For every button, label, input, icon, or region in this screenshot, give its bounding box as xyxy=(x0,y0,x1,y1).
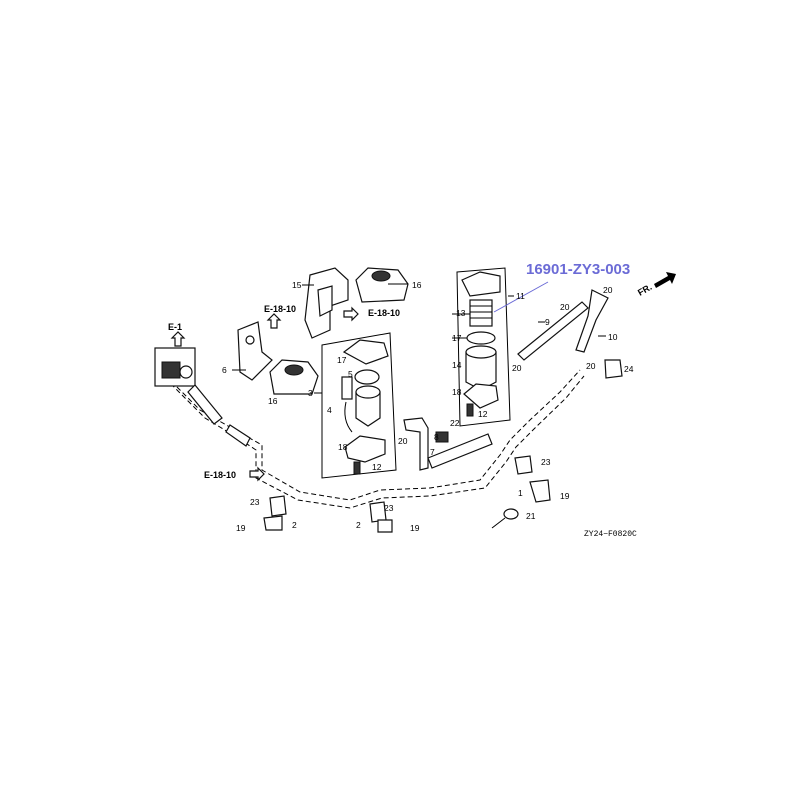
callout-4: 4 xyxy=(327,405,332,415)
reference-e1810-left: E-18-10 xyxy=(204,470,236,480)
pipe-assembly-8 xyxy=(403,417,493,471)
arrow-e1810-top xyxy=(266,313,282,329)
callout-22: 22 xyxy=(450,418,460,428)
callout-2-left: 2 xyxy=(292,520,297,530)
direction-arrow-icon xyxy=(654,272,676,288)
callout-6: 6 xyxy=(222,365,227,375)
clamp-16-left xyxy=(269,359,319,395)
callout-24: 24 xyxy=(624,364,634,374)
callout-17-right: 17 xyxy=(452,333,462,343)
clip-23-right xyxy=(514,455,533,475)
reference-e1: E-1 xyxy=(168,322,182,332)
clip-2-left xyxy=(263,515,283,531)
callout-15: 15 xyxy=(292,280,302,290)
callout-16-top: 16 xyxy=(412,280,422,290)
callout-20-b: 20 xyxy=(560,302,570,312)
callout-8: 8 xyxy=(434,432,439,442)
bolt-21 xyxy=(491,508,519,529)
callout-20-a: 20 xyxy=(603,285,613,295)
callout-20-d: 20 xyxy=(586,361,596,371)
callout-11: 11 xyxy=(516,291,525,301)
hose-10 xyxy=(575,289,609,353)
arrow-e1 xyxy=(170,331,186,347)
arrow-e1810-left xyxy=(249,466,265,482)
callout-19-left: 19 xyxy=(236,523,246,533)
callout-18-right: 18 xyxy=(452,387,462,397)
diagram-code: ZY24−F0820C xyxy=(584,530,637,539)
highlight-leader-line xyxy=(493,281,549,313)
fuel-valve-assembly xyxy=(154,347,251,447)
clamp-16-top xyxy=(355,267,409,303)
reference-e1810-mid: E-18-10 xyxy=(368,308,400,318)
callout-19-mid: 19 xyxy=(410,523,420,533)
hose-9 xyxy=(517,301,589,361)
callout-12-right: 12 xyxy=(478,409,488,419)
reference-e1810-top: E-18-10 xyxy=(264,304,296,314)
callout-16-left: 16 xyxy=(268,396,278,406)
callout-23-left: 23 xyxy=(250,497,260,507)
callout-numbers: 15 16 16 6 3 17 5 4 18 12 11 13 17 14 18… xyxy=(222,280,634,533)
callout-19-right: 19 xyxy=(560,491,570,501)
callout-23-right: 23 xyxy=(541,457,551,467)
callout-13: 13 xyxy=(456,308,466,318)
callout-20-c: 20 xyxy=(512,363,522,373)
clip-24 xyxy=(604,359,623,379)
callout-3: 3 xyxy=(308,388,313,398)
callout-14: 14 xyxy=(452,360,462,370)
callout-17-center: 17 xyxy=(337,355,347,365)
filter-assembly-3 xyxy=(321,332,397,479)
callout-21: 21 xyxy=(526,511,536,521)
callout-23-mid: 23 xyxy=(384,503,394,513)
callout-2-mid: 2 xyxy=(356,520,361,530)
direction-label: FR. xyxy=(636,282,654,298)
clip-1 xyxy=(529,479,551,503)
callout-5: 5 xyxy=(348,369,353,379)
bracket-15 xyxy=(304,267,349,339)
callout-12-center: 12 xyxy=(372,462,382,472)
callout-20-e: 20 xyxy=(398,436,408,446)
filter-assembly-11 xyxy=(456,267,511,427)
bracket-6 xyxy=(237,321,273,381)
callout-leaders xyxy=(232,283,606,394)
callout-10: 10 xyxy=(608,332,618,342)
clip-2-mid xyxy=(377,519,393,533)
highlighted-part-number: 16901-ZY3-003 xyxy=(526,261,630,278)
callout-18-center: 18 xyxy=(338,442,348,452)
clip-23-left xyxy=(269,495,287,517)
callout-1: 1 xyxy=(518,488,523,498)
callout-9: 9 xyxy=(545,317,550,327)
arrow-e1810-mid xyxy=(343,306,359,322)
callout-7: 7 xyxy=(430,447,435,457)
